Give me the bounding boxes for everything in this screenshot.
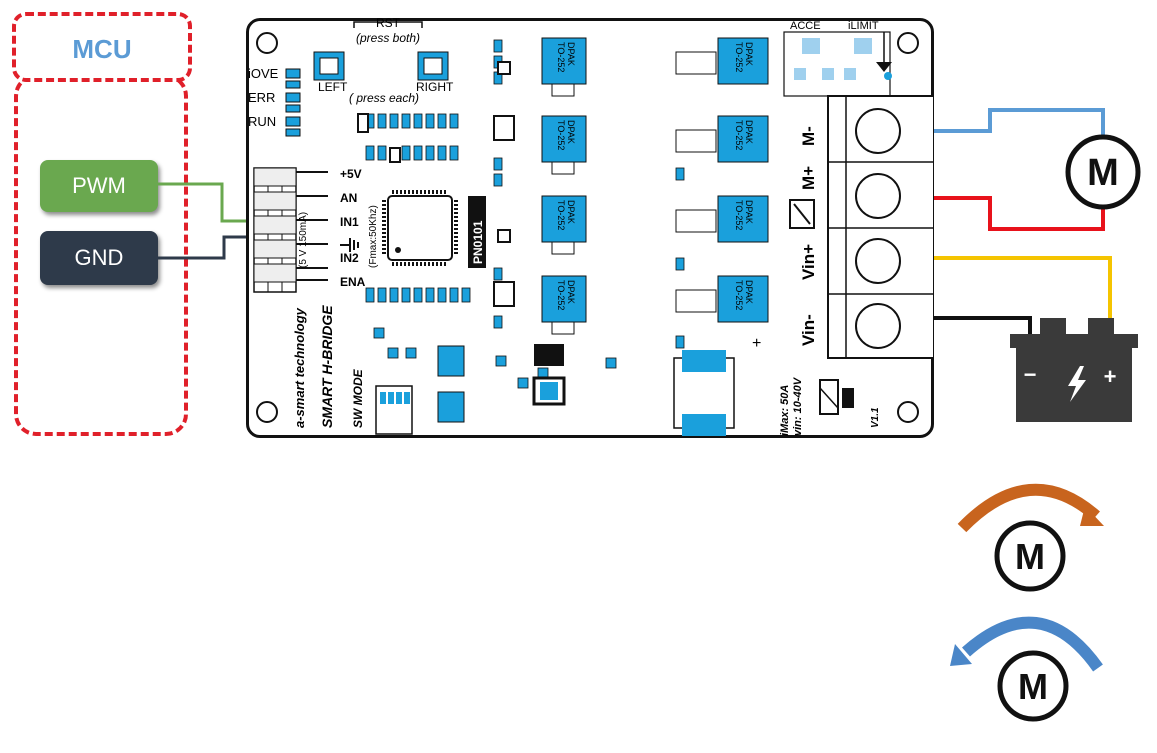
svg-text:DPAK: DPAK: [566, 120, 576, 144]
svg-text:TO-252: TO-252: [734, 120, 744, 150]
terminal-m-plus: M+: [799, 166, 818, 190]
brand-block: a-smart technology SMART H-BRIDGE SW MOD…: [292, 305, 881, 436]
header-connector: +5V AN IN1 IN2 ENA (5 V 150mA) (Fmax:50K…: [253, 167, 379, 293]
wire-m-plus: [934, 196, 1105, 231]
svg-text:DPAK: DPAK: [744, 280, 754, 304]
press-each-label: ( press each): [349, 91, 419, 105]
motor-icon: M: [1065, 134, 1141, 210]
microcontroller-chip: [382, 190, 458, 266]
pin-in2: IN2: [340, 251, 359, 265]
motor-clockwise-icon: M: [957, 483, 1104, 592]
motor-cw-label: M: [1015, 536, 1045, 577]
mode-label: SW MODE: [351, 368, 365, 428]
wire-vin-plus: [934, 256, 1112, 338]
svg-text:DPAK: DPAK: [566, 42, 576, 66]
acce-label: ACCE: [790, 20, 821, 32]
led-label-iove: iOVE: [248, 66, 279, 81]
svg-text:+: +: [752, 335, 761, 352]
pin-note-freq: (Fmax:50Khz): [368, 205, 379, 268]
svg-text:TO-252: TO-252: [734, 200, 744, 230]
gnd-wire: [158, 235, 258, 260]
product-label: SMART H-BRIDGE: [319, 305, 335, 428]
dip-switch: [375, 385, 413, 435]
svg-text:DPAK: DPAK: [566, 200, 576, 224]
svg-text:TO-252: TO-252: [556, 120, 566, 150]
svg-text:DPAK: DPAK: [744, 200, 754, 224]
smd-components: [365, 39, 685, 389]
svg-text:TO-252: TO-252: [734, 42, 744, 72]
inductor: [673, 350, 735, 436]
version-label: V1.1: [870, 407, 881, 428]
motor-ccw-label: M: [1018, 666, 1048, 707]
rst-label: RST: [376, 18, 401, 30]
reset-buttons: RST (press both) LEFT RIGHT ( press each…: [313, 18, 454, 105]
svg-text:DPAK: DPAK: [744, 42, 754, 66]
imax-spec: iMax: 50A: [779, 385, 791, 436]
terminal-block: M- M+ Vin+ Vin-: [789, 95, 934, 359]
gnd-signal-block: GND: [40, 231, 158, 285]
motor-counterclockwise-icon: M: [950, 616, 1103, 722]
svg-text:DPAK: DPAK: [744, 120, 754, 144]
status-leds: iOVE ERR RUN: [248, 66, 301, 137]
svg-text:TO-252: TO-252: [556, 280, 566, 310]
battery-plus: +: [1104, 364, 1117, 389]
potentiometers: ACCE iLIMIT: [783, 20, 892, 97]
motor-label: M: [1087, 152, 1119, 194]
svg-text:TO-252: TO-252: [734, 280, 744, 310]
pin-an: AN: [340, 191, 357, 205]
right-button-label: RIGHT: [416, 80, 454, 94]
ilimit-label: iLIMIT: [848, 20, 879, 32]
mcu-title: MCU: [72, 34, 132, 64]
svg-text:TO-252: TO-252: [556, 200, 566, 230]
led-label-err: ERR: [248, 90, 275, 105]
wire-m-minus: [934, 108, 1105, 138]
chip-label: PN0101: [471, 220, 485, 264]
terminal-vin-minus: Vin-: [799, 314, 818, 346]
svg-text:TO-252: TO-252: [556, 42, 566, 72]
pin-ena: ENA: [340, 275, 366, 289]
pin-in1: IN1: [340, 215, 359, 229]
terminal-vin-plus: Vin+: [799, 244, 818, 280]
pin-5v: +5V: [340, 167, 362, 181]
svg-text:DPAK: DPAK: [566, 280, 576, 304]
press-both-label: (press both): [356, 31, 420, 45]
left-button-label: LEFT: [318, 80, 348, 94]
terminal-m-minus: M-: [799, 126, 818, 146]
pwm-signal-block: PWM: [40, 160, 158, 212]
pin-note-current: (5 V 150mA): [298, 212, 309, 268]
vin-spec: vin: 10-40V: [792, 376, 804, 436]
company-label: a-smart technology: [292, 307, 307, 428]
led-label-run: RUN: [248, 114, 276, 129]
board-drawing: iOVE ERR RUN RST (press both) LEFT RIGHT…: [248, 18, 934, 436]
wire-vin-minus: [934, 316, 1032, 338]
mcu-header-border: [12, 12, 192, 82]
battery-icon: − +: [1010, 318, 1138, 422]
pwm-wire: [158, 182, 258, 223]
battery-minus: −: [1024, 362, 1037, 387]
